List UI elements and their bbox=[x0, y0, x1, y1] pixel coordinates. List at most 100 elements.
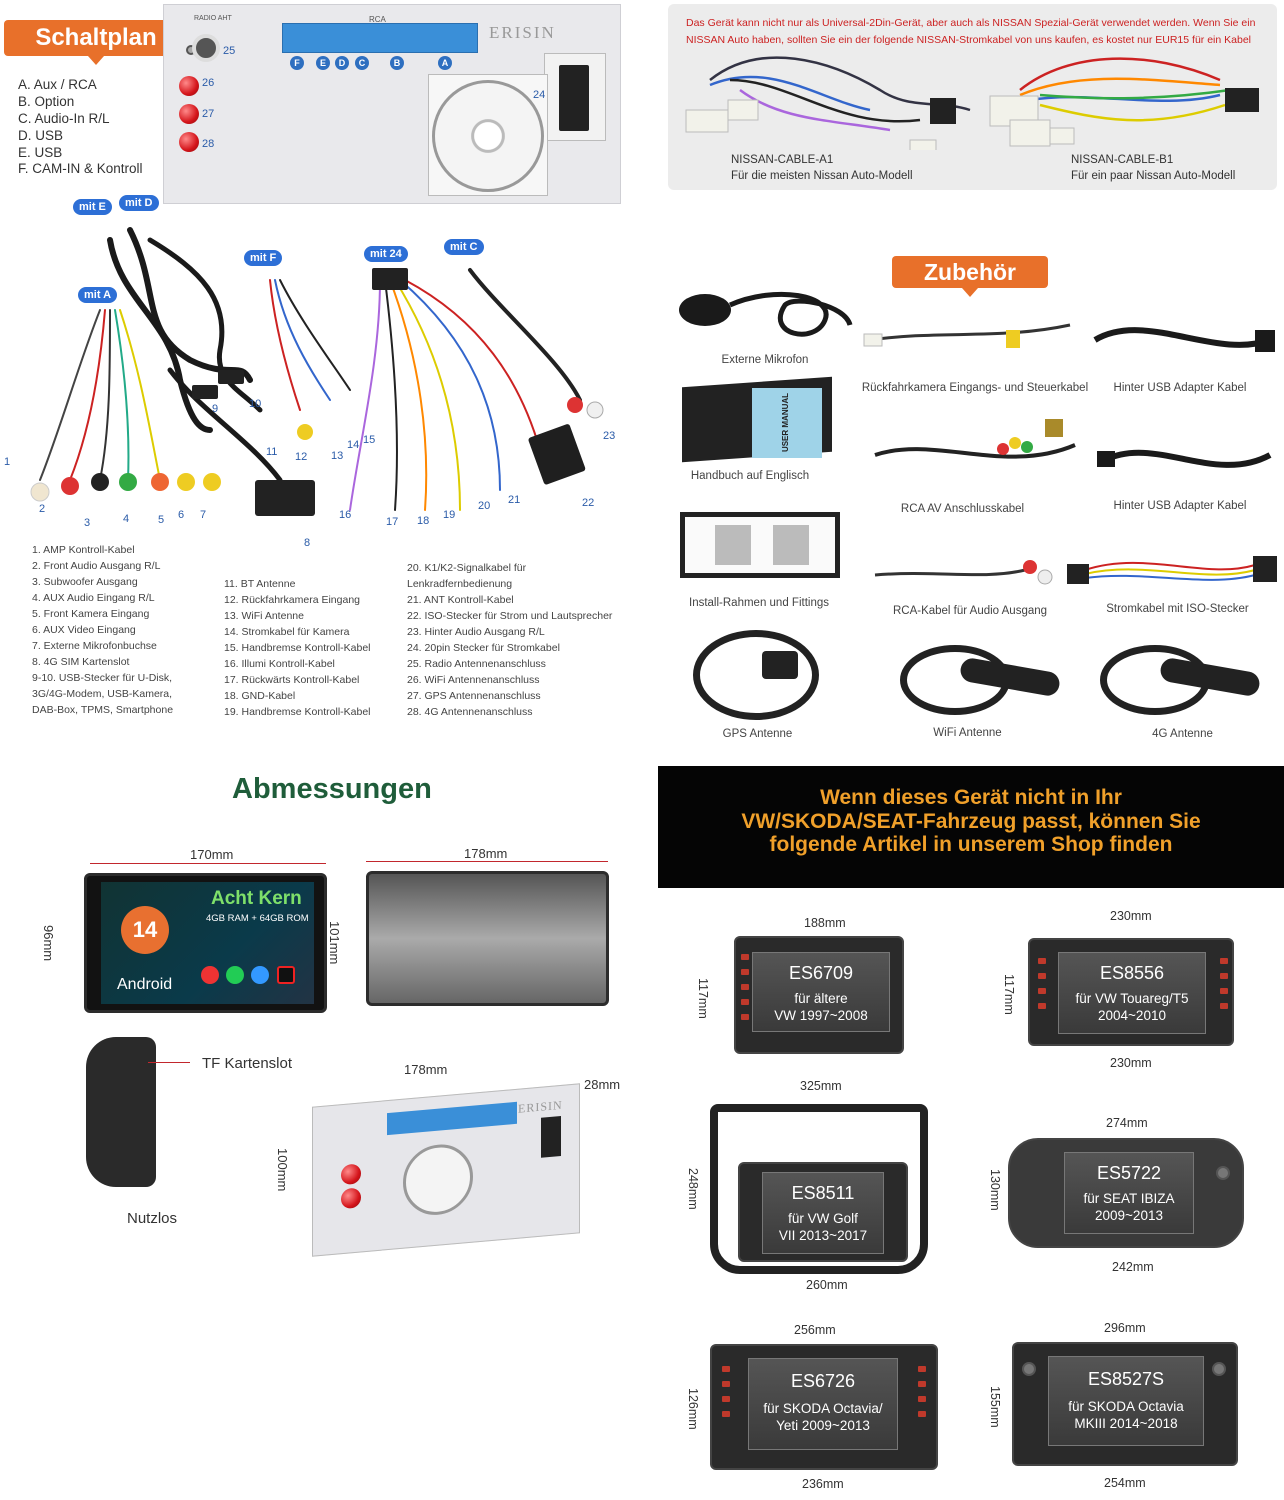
legend-item: A. Aux / RCA bbox=[18, 77, 97, 92]
shop-banner: Wenn dieses Gerät nicht in Ihr VW/SKODA/… bbox=[658, 766, 1284, 888]
legend-item: F. CAM-IN & Kontroll bbox=[18, 161, 143, 176]
cable-number: 10 bbox=[249, 398, 262, 410]
rear-usb-cable-image-1 bbox=[1093, 327, 1275, 352]
nissan-cable-section: Das Gerät kann nicht nur als Universal-2… bbox=[660, 0, 1284, 200]
cable-list-item: 6. AUX Video Eingang bbox=[32, 624, 136, 636]
dimensions-section: Abmessungen 170mm 96mm Acht Kern 4GB RAM… bbox=[0, 755, 640, 1500]
dim-height-3d: 100mm bbox=[275, 1148, 290, 1192]
nissan-cable-b-desc: Für ein paar Nissan Auto-Modell bbox=[1071, 170, 1236, 182]
cable-list-item: 18. GND-Kabel bbox=[224, 690, 296, 702]
cable-number: 4 bbox=[123, 513, 130, 525]
cable-number: 11 bbox=[266, 446, 278, 458]
side-slot-view bbox=[86, 1037, 156, 1187]
port-number: 27 bbox=[202, 108, 215, 120]
product-es8556[interactable]: ES8556 für VW Touareg/T5 2004~2010 bbox=[1028, 938, 1234, 1046]
cable-number: 2 bbox=[39, 503, 46, 515]
nissan-cable-b-name: NISSAN-CABLE-B1 bbox=[1071, 154, 1174, 166]
port-number: 25 bbox=[223, 45, 236, 57]
cable-number: 3 bbox=[84, 517, 91, 529]
rca-label: RCA bbox=[369, 15, 386, 24]
product-es6726[interactable]: ES6726 für SKODA Octavia/ Yeti 2009~2013 bbox=[710, 1344, 938, 1470]
product-dim-side: 248mm bbox=[686, 1168, 700, 1210]
dim-width-3d: 178mm bbox=[404, 1062, 448, 1077]
product-dim-top: 188mm bbox=[804, 916, 846, 930]
cable-list-item: 8. 4G SIM Kartenslot bbox=[32, 656, 130, 668]
dim-line bbox=[366, 861, 608, 862]
netflix-icon bbox=[277, 966, 295, 984]
product-line: 2004~2010 bbox=[1098, 1008, 1166, 1023]
cable-list-item: 17. Rückwärts Kontroll-Kabel bbox=[224, 674, 360, 686]
cable-number: 5 bbox=[158, 514, 165, 526]
product-es8527s[interactable]: ES8527S für SKODA Octavia MKIII 2014~201… bbox=[1012, 1342, 1238, 1466]
iso-socket-3d bbox=[541, 1115, 561, 1158]
product-es6709[interactable]: ES6709 für ältere VW 1997~2008 bbox=[734, 936, 904, 1054]
product-es8511[interactable]: ES8511 für VW Golf VII 2013~2017 bbox=[738, 1162, 908, 1262]
app-icon bbox=[201, 966, 219, 984]
product-dim-top: 256mm bbox=[794, 1323, 836, 1337]
accessory-label: Externe Mikrofon bbox=[721, 354, 809, 366]
product-code: ES6709 bbox=[788, 963, 854, 983]
tuning-knob-icon bbox=[1212, 1362, 1226, 1376]
accessory-label: Hinter USB Adapter Kabel bbox=[1113, 382, 1247, 394]
cable-list-item: 15. Handbremse Kontroll-Kabel bbox=[224, 642, 371, 654]
dim-depth-3d: 28mm bbox=[584, 1077, 621, 1092]
accessory-label: GPS Antenne bbox=[722, 728, 793, 740]
gps-antenna-connector bbox=[179, 104, 199, 124]
banner-line: VW/SKODA/SEAT-Fahrzeug passt, können Sie bbox=[741, 810, 1201, 833]
antenna-knob-3d bbox=[341, 1187, 361, 1210]
cable-number: 1 bbox=[4, 456, 11, 468]
product-es5722[interactable]: ES5722 für SEAT IBIZA 2009~2013 bbox=[1008, 1138, 1244, 1248]
app-icon bbox=[251, 966, 269, 984]
dim-line bbox=[90, 863, 326, 864]
dim-width-front: 170mm bbox=[190, 847, 234, 862]
accessory-label: WiFi Antenne bbox=[933, 727, 1002, 739]
antenna-knob-3d bbox=[341, 1163, 361, 1186]
fitting-bracket bbox=[715, 525, 751, 565]
cable-number: 22 bbox=[582, 497, 595, 509]
dim-height-front: 96mm bbox=[41, 925, 56, 962]
port-letter: B bbox=[390, 56, 404, 70]
fan-3d bbox=[403, 1141, 473, 1218]
port-number: 26 bbox=[202, 77, 215, 89]
product-dim-side: 155mm bbox=[988, 1386, 1002, 1428]
cable-list-item: 1. AMP Kontroll-Kabel bbox=[32, 544, 135, 556]
cable-list-item: 9-10. USB-Stecker für U-Disk, bbox=[32, 672, 173, 684]
screen-spec: 4GB RAM + 64GB ROM bbox=[206, 913, 309, 924]
product-line: für SKODA Octavia bbox=[1068, 1399, 1184, 1414]
zubehoer-title: Zubehör bbox=[892, 256, 1048, 297]
cable-number: 20 bbox=[478, 500, 491, 512]
port-letter: E bbox=[316, 56, 330, 70]
tf-pointer bbox=[148, 1062, 190, 1063]
legend-item: C. Audio-In R/L bbox=[18, 111, 110, 126]
banner-line: folgende Artikel in unserem Shop finden bbox=[769, 833, 1173, 856]
accessory-label: Rückfahrkamera Eingangs- und Steuerkabel bbox=[861, 382, 1089, 394]
product-code: ES8511 bbox=[791, 1183, 855, 1203]
cable-list-item: 3G/4G-Modem, USB-Kamera, bbox=[32, 688, 173, 700]
cable-number: 19 bbox=[443, 509, 456, 521]
accessory-label: RCA AV Anschlusskabel bbox=[900, 503, 1025, 515]
product-code: ES8556 bbox=[1099, 963, 1165, 983]
product-line: Yeti 2009~2013 bbox=[776, 1418, 870, 1433]
cable-list-item: 13. WiFi Antenne bbox=[224, 610, 304, 622]
product-line: VII 2013~2017 bbox=[778, 1228, 868, 1243]
spotify-icon bbox=[226, 966, 244, 984]
product-dim-side: 126mm bbox=[686, 1388, 700, 1430]
mit-a-badge: mit A bbox=[78, 287, 118, 303]
cable-number: 17 bbox=[386, 516, 399, 528]
cable-list-item: 23. Hinter Audio Ausgang R/L bbox=[407, 626, 545, 638]
port-number: 24 bbox=[533, 89, 546, 101]
cable-number: 23 bbox=[603, 430, 616, 442]
accessory-label: Hinter USB Adapter Kabel bbox=[1113, 500, 1247, 512]
microphone-image bbox=[679, 291, 853, 337]
volume-knob-icon bbox=[1216, 1166, 1230, 1180]
accessory-label: Install-Rahmen und Fittings bbox=[689, 597, 829, 609]
legend-item: D. USB bbox=[18, 128, 64, 143]
cable-list-item: 12. Rückfahrkamera Eingang bbox=[224, 594, 360, 606]
product-dim-bottom: 254mm bbox=[1104, 1476, 1146, 1490]
cable-list-item: Lenkradfernbedienung bbox=[407, 578, 513, 590]
mit-c-badge: mit C bbox=[444, 239, 484, 255]
cable-number: 14 bbox=[347, 439, 360, 451]
cable-list-item: 25. Radio Antennenanschluss bbox=[407, 658, 546, 670]
shop-section: Wenn dieses Gerät nicht in Ihr VW/SKODA/… bbox=[658, 766, 1284, 1500]
